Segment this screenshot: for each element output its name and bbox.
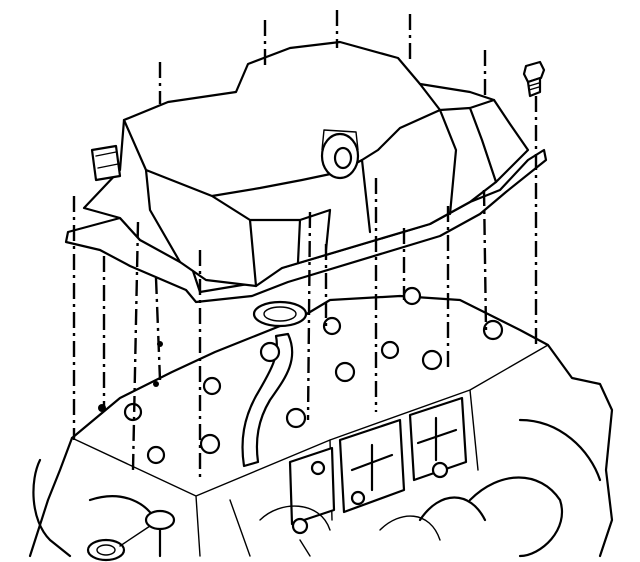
oil-pan-boss [320,129,360,180]
block-side-lines [71,344,549,557]
oil-pump-pickup-tube [241,300,308,468]
engine-block [28,286,614,562]
crankshaft-details [229,499,441,557]
crankshaft-bearing-caps [288,396,468,526]
block-rear-face [28,436,74,558]
crank-counterweights [418,418,602,558]
bolt-alignment-lines [72,10,538,482]
water-outlet-fitting [86,509,176,562]
oil-pan-ridges [122,82,498,288]
oil-pan [82,40,530,288]
drain-plug [90,144,122,182]
oil-pan-bolt [522,60,546,98]
block-bolt-bosses [98,286,504,535]
oil-pan-body [82,40,530,288]
oil-pan-gasket [64,148,548,304]
